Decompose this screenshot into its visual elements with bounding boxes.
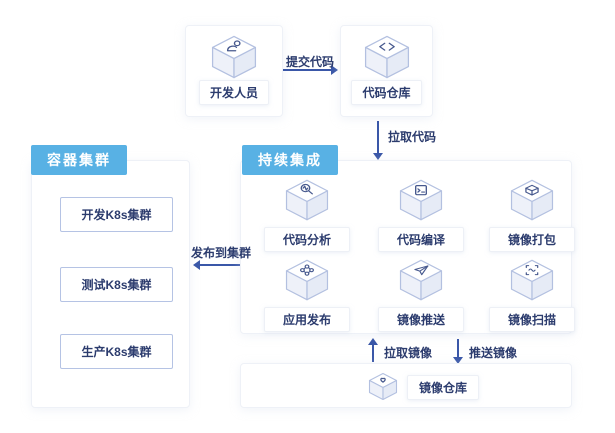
developer-person-icon <box>211 35 257 79</box>
push-image-arrow-label: 推送镜像 <box>469 346 518 360</box>
image-repo-bar: 镜像仓库 <box>240 363 572 408</box>
container-cluster-panel: 开发K8s集群 测试K8s集群 生产K8s集群 <box>31 160 190 408</box>
image-package-box-icon <box>510 179 554 221</box>
code-brackets-icon <box>364 35 409 79</box>
image-repo-tag-icon <box>368 372 398 401</box>
ci-step-code-analysis: 代码分析 <box>259 178 355 252</box>
pull-code-arrowhead <box>373 153 383 160</box>
ci-step-label: 镜像推送 <box>378 307 464 332</box>
ci-step-image-scan: 镜像扫描 <box>484 258 580 332</box>
pull-image-arrowhead <box>368 338 378 345</box>
pull-code-arrow-label: 拉取代码 <box>388 130 437 144</box>
ci-title: 持续集成 <box>242 145 338 175</box>
ci-panel: 代码分析 代码编译 <box>240 160 575 334</box>
ci-step-label: 代码编译 <box>378 227 464 252</box>
ci-step-label: 代码分析 <box>264 227 350 252</box>
test-k8s-cluster-box: 测试K8s集群 <box>60 267 173 302</box>
push-image-arrowhead <box>453 357 463 364</box>
ci-step-image-push: 镜像推送 <box>373 258 469 332</box>
container-cluster-title: 容器集群 <box>31 145 127 175</box>
code-repo-card: 代码仓库 <box>340 25 433 117</box>
code-analysis-magnifier-icon <box>285 179 329 221</box>
code-compile-terminal-icon <box>399 179 443 221</box>
push-image-arrow <box>457 339 459 359</box>
ci-step-app-release: 应用发布 <box>259 258 355 332</box>
ci-step-label: 镜像扫描 <box>489 307 575 332</box>
code-repo-label: 代码仓库 <box>351 80 422 105</box>
image-push-paperplane-icon <box>399 259 443 301</box>
ci-step-label: 镜像打包 <box>489 227 575 252</box>
developer-card: 开发人员 <box>185 25 283 117</box>
prod-k8s-cluster-box: 生产K8s集群 <box>60 334 173 369</box>
app-release-network-icon <box>285 259 329 301</box>
pull-code-arrow <box>377 121 379 155</box>
submit-code-arrow <box>283 69 331 71</box>
deploy-arrow-label: 发布到集群 <box>190 246 251 260</box>
ci-step-label: 应用发布 <box>264 307 350 332</box>
developer-label: 开发人员 <box>198 80 269 105</box>
image-scan-frame-icon <box>510 259 554 301</box>
deploy-arrow <box>199 264 248 266</box>
pull-image-arrow-label: 拉取镜像 <box>384 346 433 360</box>
submit-code-arrowhead <box>331 65 338 75</box>
dev-k8s-cluster-box: 开发K8s集群 <box>60 197 173 232</box>
submit-code-arrow-label: 提交代码 <box>285 55 334 69</box>
image-repo-label: 镜像仓库 <box>407 375 479 400</box>
ci-step-code-compile: 代码编译 <box>373 178 469 252</box>
ci-step-image-package: 镜像打包 <box>484 178 580 252</box>
deploy-arrowhead <box>193 260 200 270</box>
pull-image-arrow <box>372 342 374 362</box>
